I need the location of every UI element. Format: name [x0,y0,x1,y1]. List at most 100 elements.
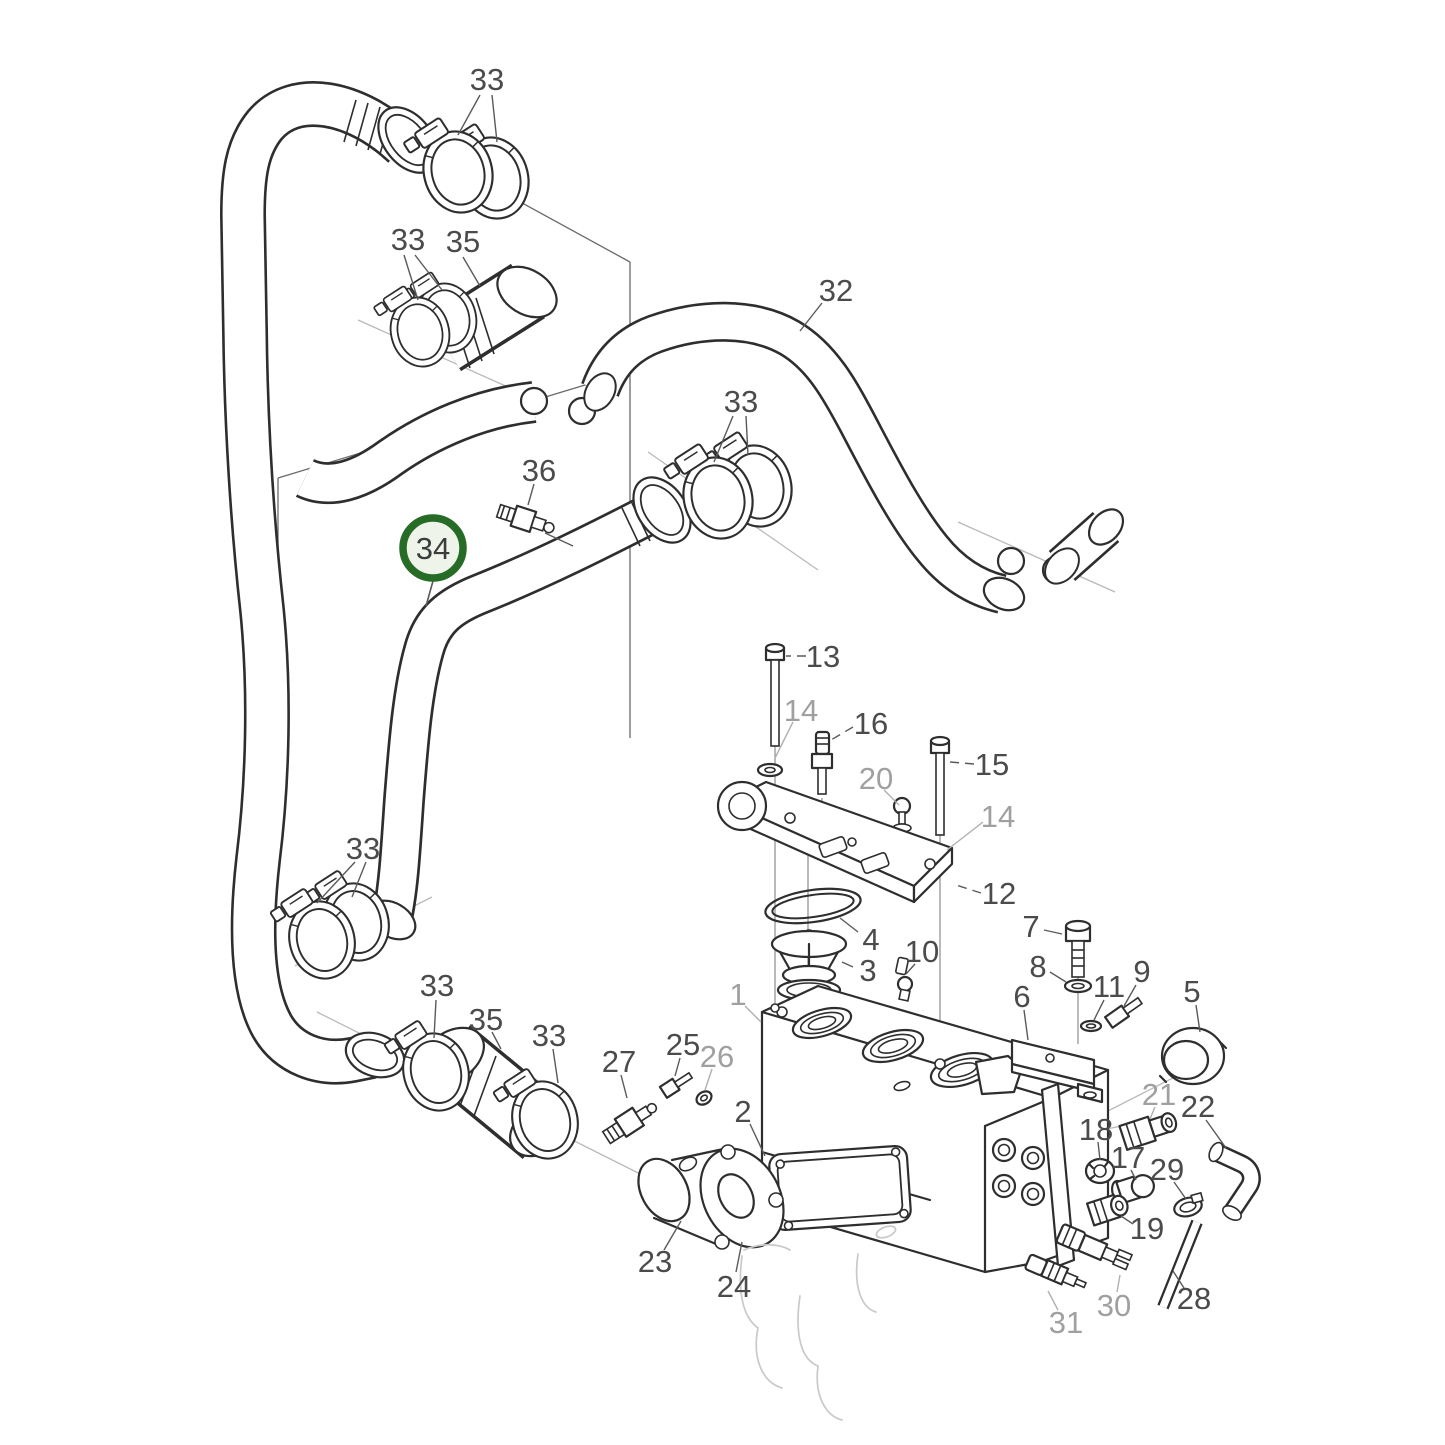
part-label-9-21: 9 [1133,954,1150,989]
part-label-5-22: 5 [1183,974,1200,1009]
elbow-22 [1208,1141,1261,1222]
leader-line-8 [1049,971,1067,983]
fitting-36 [495,503,555,534]
part-label-10-15: 10 [905,934,939,969]
part-label-15-10: 15 [975,747,1009,782]
part-label-28-29: 28 [1177,1281,1211,1316]
part-label-31-31: 31 [1049,1305,1083,1340]
part-label-33-38: 33 [346,831,380,866]
gasket-2 [768,1144,912,1232]
part-label-13-6: 13 [806,639,840,674]
part-label-22-24: 22 [1181,1089,1215,1124]
leader-line-25 [674,1057,681,1077]
part-label-33-1: 33 [391,222,425,257]
part-label-8-18: 8 [1029,949,1046,984]
bolt-7 [1064,919,1092,978]
flap [974,1054,1024,1096]
leader-line-33 [316,861,356,904]
part-label-14-7: 14 [784,693,818,728]
part-label-12-12: 12 [982,876,1016,911]
leader-line-33 [713,415,734,463]
part-label-27-34: 27 [602,1044,636,1079]
fitting-27 [601,1102,658,1145]
leader-line-2 [749,1123,766,1157]
leader-line-20 [883,789,900,806]
leader-line-33 [433,999,437,1039]
part-label-11-20: 11 [1093,969,1125,1004]
leader-line-7 [1043,929,1063,935]
leader-line-31 [1047,1290,1059,1311]
bolt-15 [929,735,951,836]
leader-line-12 [952,883,982,894]
part-label-3-14: 3 [859,953,876,988]
leader-line-27 [620,1074,628,1099]
leader-line-5 [1195,1004,1201,1033]
bolt-25 [658,1071,694,1099]
part-label-2-37: 2 [734,1094,751,1129]
part-label-30-30: 30 [1097,1288,1131,1323]
side-ports [991,1137,1046,1207]
leader-line-35 [491,1031,502,1050]
leader-line-33 [403,254,419,301]
fitting-19 [1085,1193,1129,1227]
fitting-21 [1118,1112,1178,1151]
leader-line-11 [1093,999,1105,1021]
leader-line-24 [735,1241,743,1273]
part-label-26-36: 26 [700,1039,734,1074]
hose-28 [1157,1219,1203,1310]
leader-line-21 [1149,1106,1156,1120]
part-label-33-41: 33 [532,1018,566,1053]
part-label-14-11: 14 [981,799,1015,834]
highlight-badge-label: 34 [416,531,450,566]
part-label-32-3: 32 [819,273,853,308]
leader-line-26 [704,1068,713,1091]
highlight-badge-ring [399,514,467,582]
leader-line-16 [830,726,854,741]
leader-line-4 [839,917,859,933]
leader-line-18 [1097,1141,1101,1161]
leader-line-22 [1205,1119,1227,1149]
side-plate [1040,1082,1076,1268]
leader-line-36 [544,532,574,547]
leader-line-28 [1172,1270,1185,1289]
leader-line-15 [949,761,975,765]
part-label-19-28: 19 [1130,1211,1164,1246]
part-label-7-17: 7 [1022,909,1039,944]
part-label-17-26: 17 [1111,1140,1145,1175]
leader-line-23 [663,1220,682,1251]
leader-line-35 [462,256,481,287]
cover-12-group [716,642,954,904]
part-label-29-27: 29 [1150,1152,1184,1187]
engine-ghost-outline [739,1225,897,1421]
sender-16 [810,730,834,795]
leader-line-33 [457,94,481,136]
leader-line-17 [1130,1169,1137,1181]
leader-line-1 [744,1005,762,1023]
leader-line-33 [414,254,443,291]
part-label-35-2: 35 [446,224,480,259]
o-ring-4 [764,887,862,925]
clamp-29 [1173,1191,1204,1218]
part-label-33-0: 33 [470,62,504,97]
part-label-21-23: 21 [1142,1077,1176,1112]
bolt-13 [764,642,786,747]
leader-line-36 [527,483,535,506]
body-1 [760,984,1110,1274]
bolt-9 [1103,996,1144,1029]
leader-line-19 [1120,1215,1134,1225]
leader-line-30 [1116,1274,1121,1293]
part-label-4-13: 4 [862,922,879,957]
leader-line-33 [351,861,367,898]
hose-34-corrugated-end-mid [621,476,692,547]
part-label-1-16: 1 [729,977,746,1012]
leader-line-9 [1123,984,1137,1007]
leader-line-14 [946,821,984,851]
part-label-20-9: 20 [859,761,893,796]
part-label-6-19: 6 [1013,979,1030,1014]
highlight-badge-leader [425,580,434,607]
sensor-30 [1055,1223,1134,1271]
bracket-6-group [1010,919,1228,1104]
leader-line-3 [841,961,854,968]
